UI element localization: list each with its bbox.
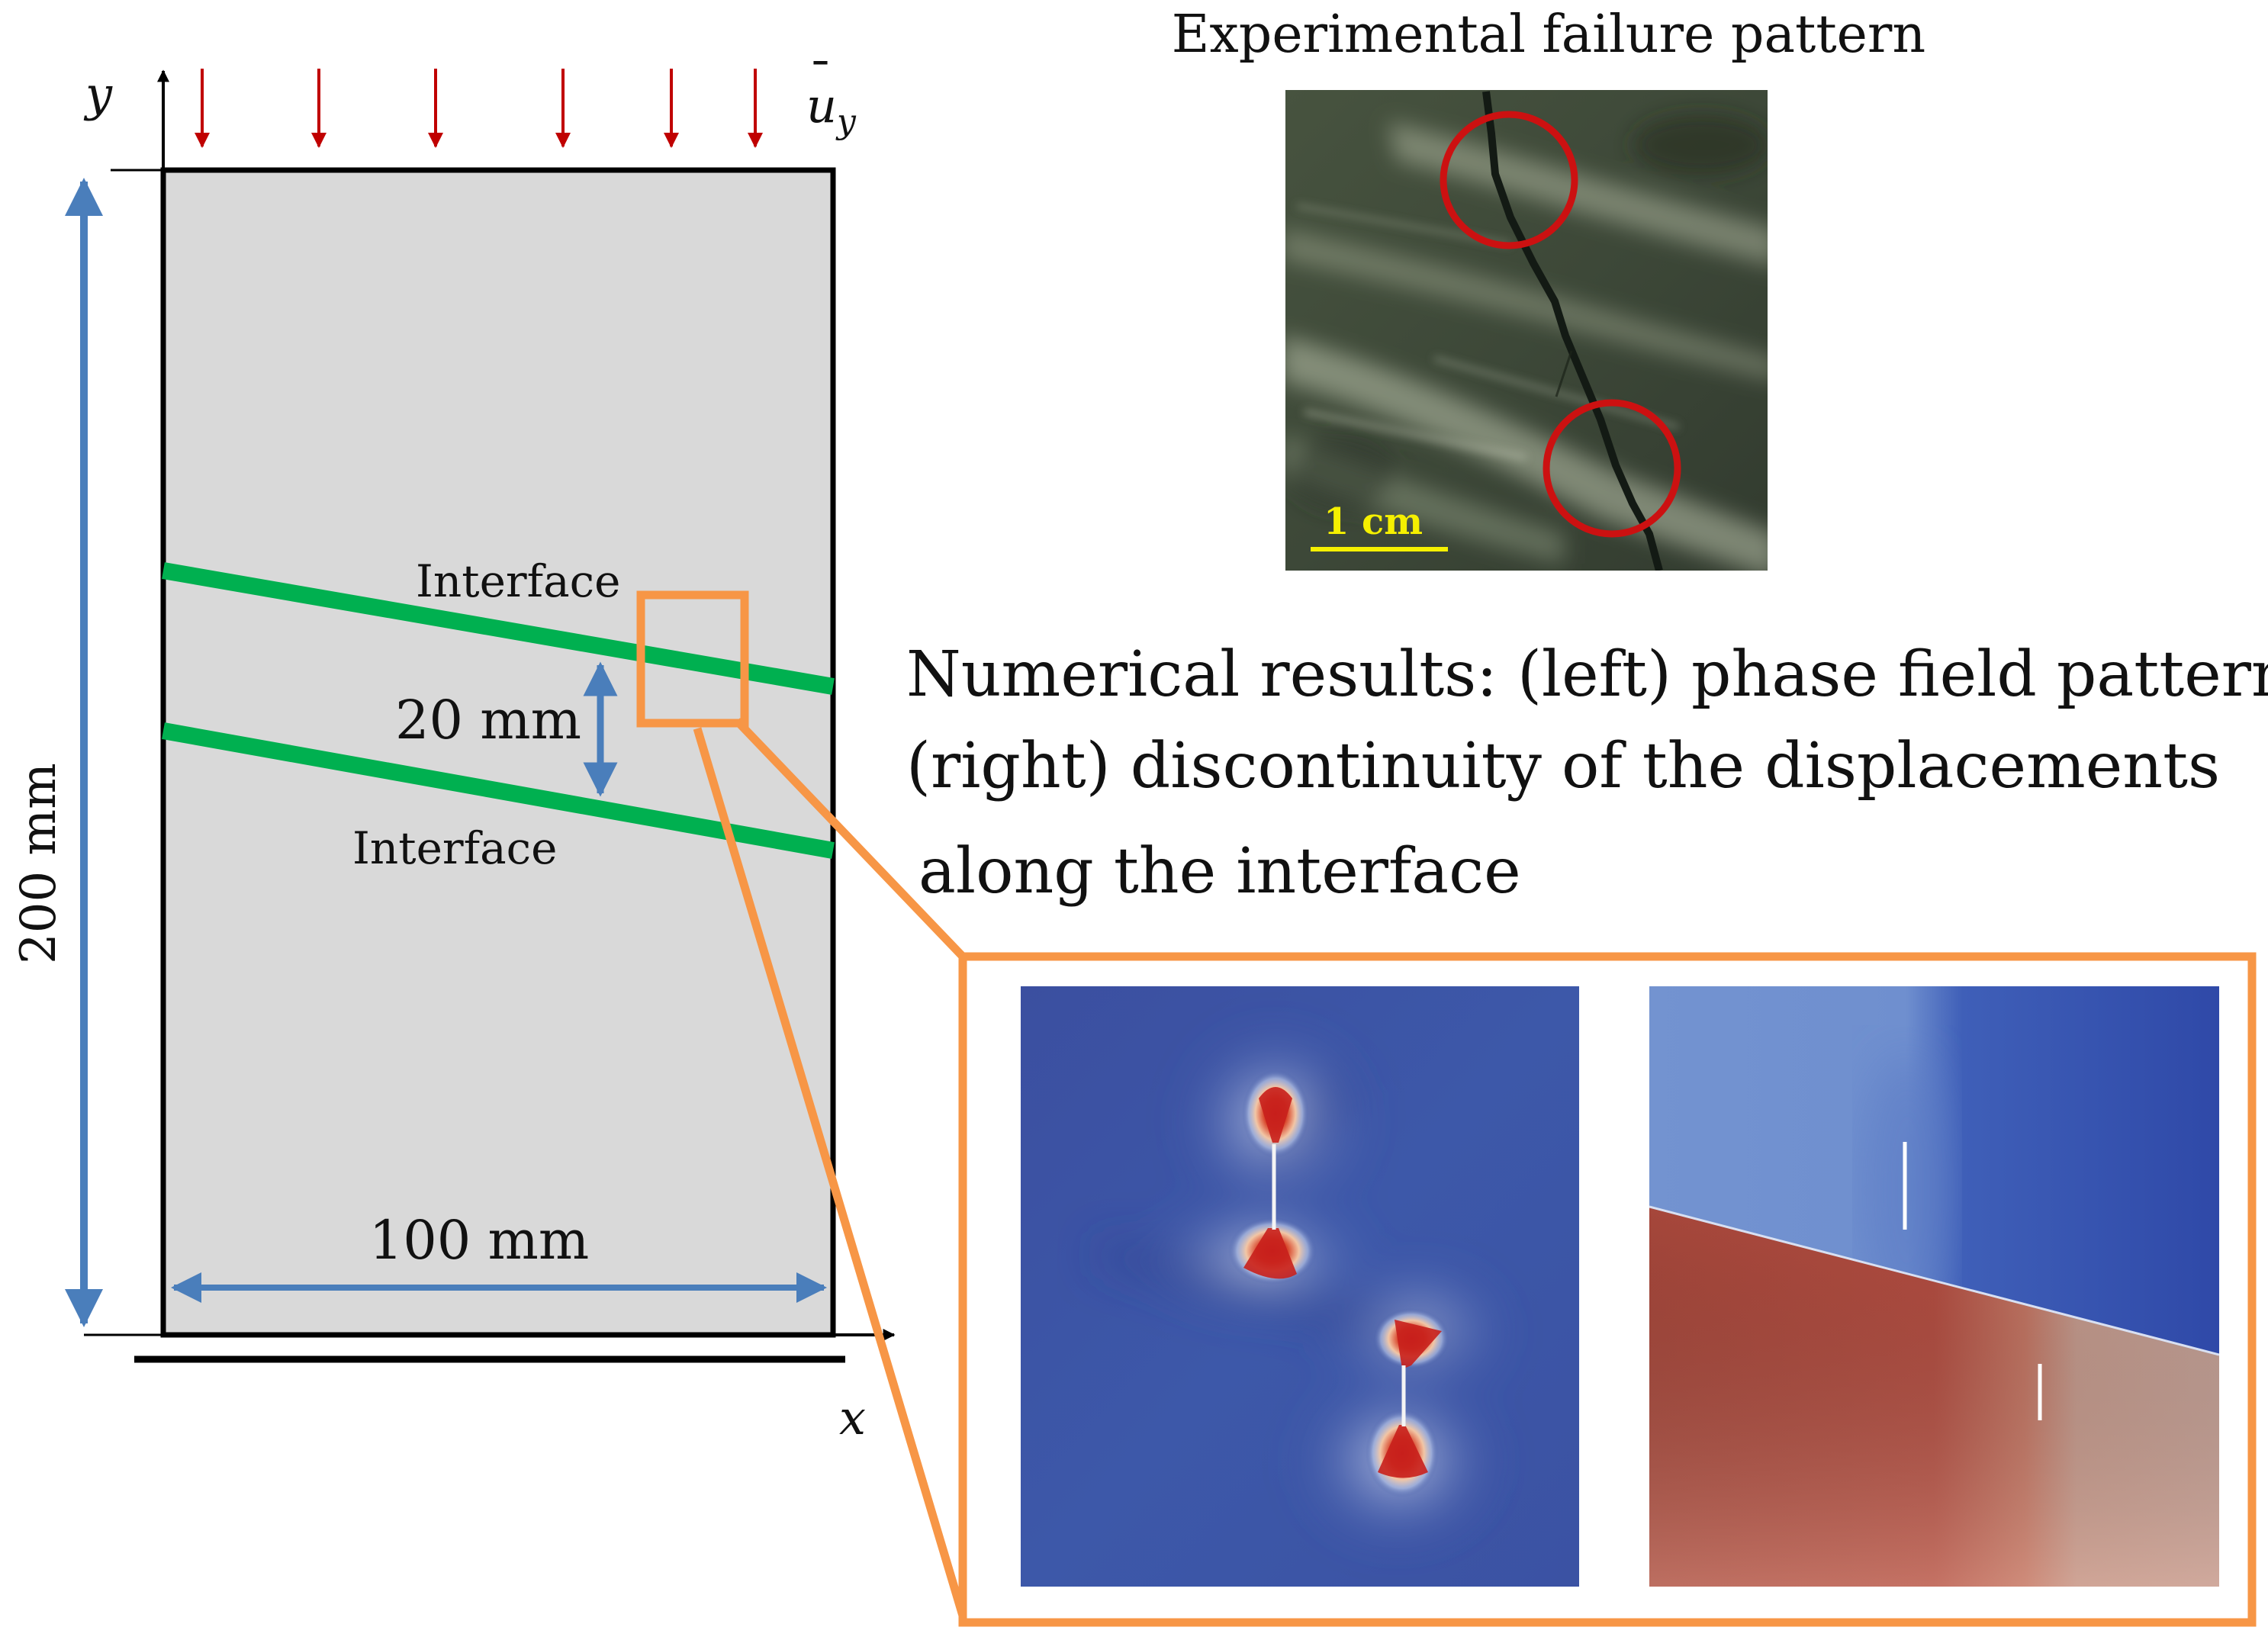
experimental-title: Experimental failure pattern xyxy=(1172,5,1925,65)
load-label-bar: ¯ xyxy=(809,52,832,108)
crack-marker-circle-bottom xyxy=(1543,399,1681,538)
load-label: uy xyxy=(806,78,857,141)
specimen-diagram: y x uy ¯ Interface Interface 200 mm 100 … xyxy=(11,52,967,1617)
displacement-panel xyxy=(1649,986,2219,1587)
caption-line-3: along the interface xyxy=(918,835,1521,908)
caption-line-1: Numerical results: (left) phase field pa… xyxy=(906,638,2268,711)
experimental-panel: Experimental failure pattern 1 cm xyxy=(1172,5,1925,571)
height-dimension-label: 200 mm xyxy=(11,763,67,964)
load-arrows xyxy=(195,69,763,148)
crack-path xyxy=(1482,91,1663,571)
x-axis-label: x xyxy=(839,1390,866,1445)
load-label-base: u xyxy=(806,78,837,133)
y-axis-label: y xyxy=(83,66,113,122)
zoom-connector-bottom xyxy=(693,727,967,1617)
interface-line-bottom xyxy=(162,722,835,859)
load-label-sub: y xyxy=(835,102,857,141)
phase-field-panel xyxy=(1021,986,1579,1587)
crack-marker-circle-top xyxy=(1440,111,1578,249)
width-dimension-label: 100 mm xyxy=(369,1209,590,1272)
displacement-interface xyxy=(1649,1205,2219,1356)
spacing-dimension-label: 20 mm xyxy=(395,689,581,751)
interface-label-top: Interface xyxy=(416,555,620,607)
failure-photo xyxy=(1285,90,1768,571)
scale-bar-label: 1 cm xyxy=(1324,500,1423,543)
interface-label-bottom: Interface xyxy=(352,822,557,874)
zoom-region-box xyxy=(636,590,749,728)
interface-line-top xyxy=(162,562,835,695)
caption-line-2: (right) discontinuity of the displacemen… xyxy=(906,730,2220,802)
zoom-connector-top xyxy=(734,718,966,960)
numerical-caption: Numerical results: (left) phase field pa… xyxy=(906,638,2268,908)
